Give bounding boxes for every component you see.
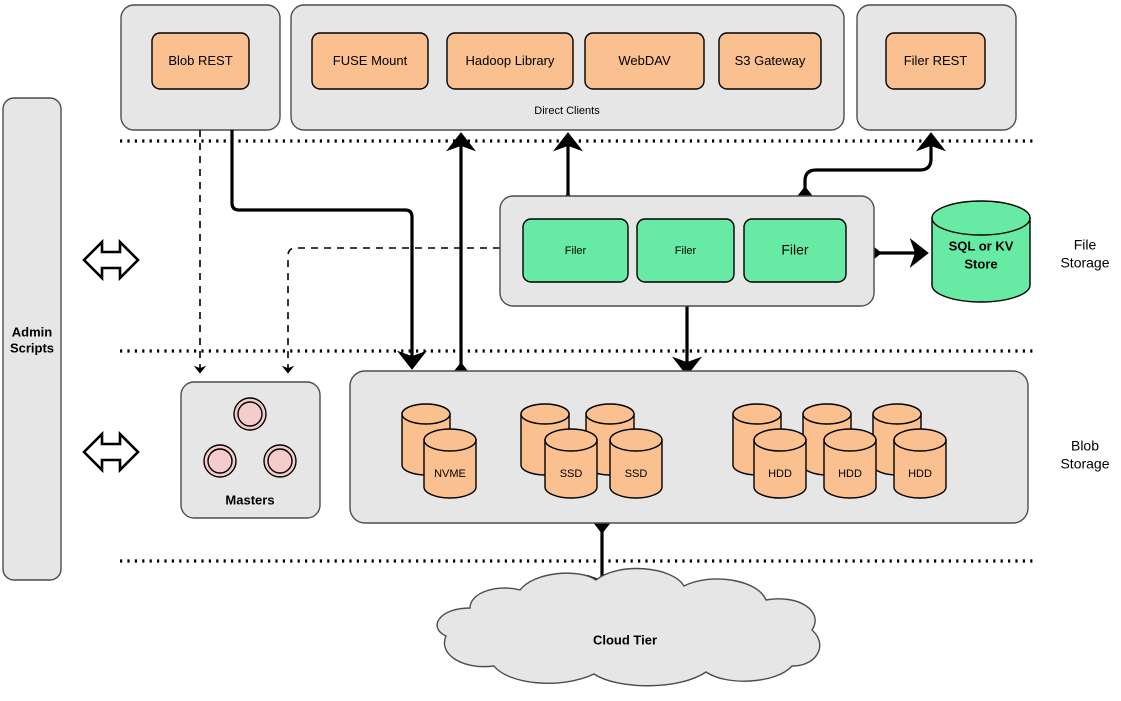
filer-node-3[interactable] (743, 218, 847, 283)
filer-node-2[interactable] (636, 218, 735, 283)
blob-rest-node[interactable] (151, 32, 250, 90)
master-node-3[interactable] (263, 444, 297, 478)
filer-label-2: Filer (675, 245, 697, 257)
admin-to-blob-arrow-icon (82, 430, 140, 474)
direct-clients-group[interactable]: FUSE Mount Hadoop Library WebDAV S3 Gate… (290, 4, 845, 131)
connector-blobrest-volumes (230, 130, 428, 370)
filer-rest-node[interactable] (885, 32, 986, 90)
volume-servers-group[interactable]: NVME SSD SSD (349, 370, 1029, 524)
tier-label-blob-storage: Blob Storage (1060, 438, 1109, 472)
hdd-disk-front-1[interactable] (753, 428, 807, 499)
metastore-label-line2: Store (964, 256, 997, 271)
blob-storage-label-line1: Blob (1071, 438, 1099, 454)
nvme-disk-front[interactable] (423, 428, 477, 499)
file-storage-label-line1: File (1074, 237, 1097, 253)
filer-group[interactable]: Filer Filer Filer (499, 195, 875, 307)
ssd-disk-front-2[interactable] (609, 428, 663, 499)
hdd-disk-front-3[interactable] (893, 428, 947, 499)
admin-scripts-label-line1: Admin (12, 324, 53, 339)
cloud-tier[interactable]: Cloud Tier (436, 567, 821, 687)
masters-group[interactable]: Masters (180, 381, 321, 519)
webdav-label: WebDAV (618, 53, 671, 68)
hdd-disk-front-2[interactable] (823, 428, 877, 499)
direct-clients-label: Direct Clients (534, 105, 600, 117)
masters-label: Masters (225, 492, 274, 507)
webdav-node[interactable] (584, 32, 705, 90)
ssd-label-2: SSD (625, 468, 648, 480)
blob-rest-label: Blob REST (168, 53, 232, 68)
ssd-disk-front-1[interactable] (544, 428, 598, 499)
nvme-label: NVME (434, 468, 466, 480)
metastore-label-line1: SQL or KV (949, 238, 1014, 253)
hdd-label-1: HDD (768, 468, 792, 480)
connector-filerrest-filer (789, 132, 947, 206)
master-node-2[interactable] (203, 444, 237, 478)
hadoop-library-node[interactable] (446, 32, 574, 90)
file-storage-label-line2: Storage (1060, 255, 1109, 271)
hdd-label-3: HDD (908, 468, 932, 480)
master-node-1[interactable] (233, 397, 267, 431)
admin-scripts-label-line2: Scripts (10, 340, 54, 355)
s3-gateway-label: S3 Gateway (735, 53, 806, 68)
cloud-tier-label: Cloud Tier (593, 632, 657, 647)
admin-to-file-arrow-icon (82, 238, 140, 282)
hdd-label-2: HDD (838, 468, 862, 480)
fuse-mount-node[interactable] (311, 32, 429, 90)
filer-label-3: Filer (781, 242, 809, 258)
hadoop-library-label: Hadoop Library (466, 53, 555, 68)
blob-storage-label-line2: Storage (1060, 456, 1109, 472)
filer-node-1[interactable] (522, 218, 629, 283)
ssd-cluster[interactable]: SSD SSD (520, 403, 663, 499)
tier-label-file-storage: File Storage (1060, 237, 1109, 271)
s3-gateway-node[interactable] (718, 32, 822, 90)
filer-label-1: Filer (565, 245, 587, 257)
ssd-label-1: SSD (560, 468, 583, 480)
nvme-cluster[interactable]: NVME (401, 403, 477, 499)
hdd-cluster[interactable]: HDD HDD HDD (732, 403, 947, 499)
connector-filer-masters (281, 247, 500, 374)
filer-rest-label: Filer REST (904, 53, 968, 68)
filer-rest-group[interactable]: Filer REST (856, 4, 1017, 131)
admin-scripts-panel[interactable]: Admin Scripts (2, 97, 62, 581)
blob-rest-group[interactable]: Blob REST (120, 4, 281, 131)
metastore-cylinder[interactable]: SQL or KV Store (931, 200, 1031, 303)
fuse-mount-label: FUSE Mount (333, 53, 408, 68)
